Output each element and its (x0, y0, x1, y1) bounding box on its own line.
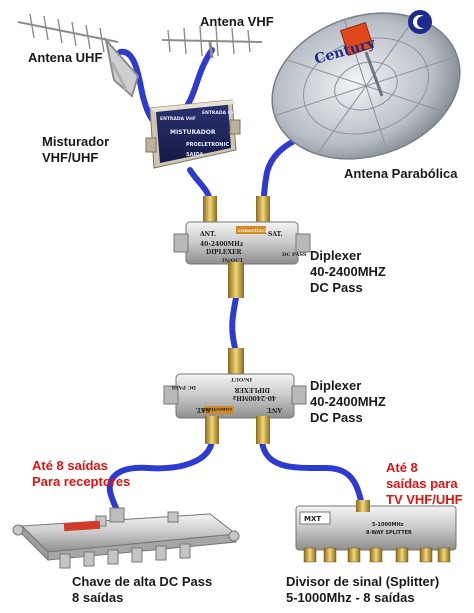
mixer-brand-text: MISTURADOR (170, 129, 216, 136)
cable-vhf-to-mixer (185, 47, 215, 107)
label-diplexer-top-line1: Diplexer (310, 248, 362, 263)
diplexer-top-inout-text: IN/OUT (222, 258, 243, 264)
splitter-device: MXT 5-1000MHz 8-WAY SPLITTER (295, 500, 457, 563)
mixer-device: ENTRADA VHF ENTRADA UHF MISTURADOR PROEL… (145, 99, 241, 169)
label-antena-vhf: Antena VHF (200, 14, 274, 29)
label-divisor-line1: Divisor de sinal (Splitter) (286, 574, 440, 589)
dc-pass-switch-device (12, 507, 240, 569)
label-ate8-tv-line2: saídas para (386, 476, 458, 491)
label-diplexer-top: Diplexer 40-2400MHZ DC Pass (310, 248, 386, 296)
cable-diplexer-to-splitter (259, 439, 367, 523)
label-divisor-sinal: Divisor de sinal (Splitter) 5-1000Mhz - … (286, 574, 439, 606)
diplexer-bottom-name-text: DIPLEXER (233, 386, 270, 393)
label-diplexer-top-line3: DC Pass (310, 280, 363, 295)
satellite-dish: Century (271, 10, 461, 160)
diplexer-bottom-freq-text: 40-2400MHz (232, 394, 276, 401)
label-antena-uhf: Antena UHF (28, 50, 103, 65)
label-diplexer-top-line2: 40-2400MHZ (310, 264, 386, 279)
diplexer-top-logo-text: conecttech (238, 228, 269, 234)
label-divisor-line2: 5-1000Mhz - 8 saídas (286, 590, 415, 605)
splitter-brand-text: MXT (304, 515, 321, 523)
label-ate8-tv: Até 8 saídas para TV VHF/UHF (386, 460, 463, 508)
label-misturador-line2: VHF/UHF (42, 150, 99, 165)
label-chave-line2: 8 saídas (72, 590, 124, 605)
cable-diplexer-to-diplexer (229, 295, 239, 355)
uhf-antenna (17, 13, 140, 98)
label-misturador-line1: Misturador (42, 134, 110, 149)
cable-diplexer-to-switch (106, 437, 215, 515)
diplexer-top-freq-text: 40-2400MHz (200, 241, 244, 248)
diplexer-bottom-inout-text: IN/OUT (231, 376, 252, 382)
diplexer-bottom-ant-text: ANT. (266, 406, 283, 413)
label-diplexer-bottom-line3: DC Pass (310, 410, 363, 425)
diplexer-top-name-text: DIPLEXER (206, 249, 243, 256)
label-diplexer-bottom-line1: Diplexer (310, 378, 362, 393)
diplexer-top-dcpass-text: DC PASS (282, 252, 307, 258)
label-diplexer-bottom: Diplexer 40-2400MHZ DC Pass (310, 378, 386, 426)
label-chave-line1: Chave de alta DC Pass (72, 574, 213, 589)
label-ate8-receptores-line2: Para receptores (32, 474, 131, 489)
label-ate8-receptores: Até 8 saídas Para receptores (32, 458, 130, 490)
label-ate8-tv-line3: TV VHF/UHF (386, 492, 463, 507)
diplexer-bottom-sat-text: SAT. (196, 406, 210, 413)
label-chave-dc-pass: Chave de alta DC Pass 8 saídas (72, 574, 212, 606)
splitter-freq-text: 5-1000MHz (372, 522, 404, 528)
mixer-in-uhf-text: ENTRADA UHF (202, 110, 238, 116)
splitter-name-text: 8-WAY SPLITTER (366, 530, 412, 536)
diplexer-bottom-dcpass-text: DC PASS (171, 384, 196, 390)
label-ate8-tv-line1: Até 8 (386, 460, 418, 475)
label-ate8-receptores-line1: Até 8 saídas (32, 458, 108, 473)
diplexer-top-ant-text: ANT. (199, 231, 216, 238)
diplexer-bottom-logo-text: conecttech (201, 406, 232, 412)
diplexer-bottom-device: ANT. SAT. 40-2400MHz DIPLEXER IN/OUT con… (163, 348, 307, 444)
mixer-maker-text: PROELETRONIC (186, 142, 229, 148)
diplexer-top-device: ANT. SAT. 40-2400MHz DIPLEXER IN/OUT con… (173, 196, 311, 298)
vhf-antenna (161, 25, 263, 59)
label-antena-parabolica: Antena Parabólica (344, 166, 458, 181)
diplexer-top-sat-text: SAT. (268, 231, 282, 238)
mixer-out-text: SAIDA (186, 152, 203, 158)
mixer-in-vhf-text: ENTRADA VHF (160, 116, 196, 122)
label-diplexer-bottom-line2: 40-2400MHZ (310, 394, 386, 409)
label-misturador: Misturador VHF/UHF (42, 134, 109, 166)
